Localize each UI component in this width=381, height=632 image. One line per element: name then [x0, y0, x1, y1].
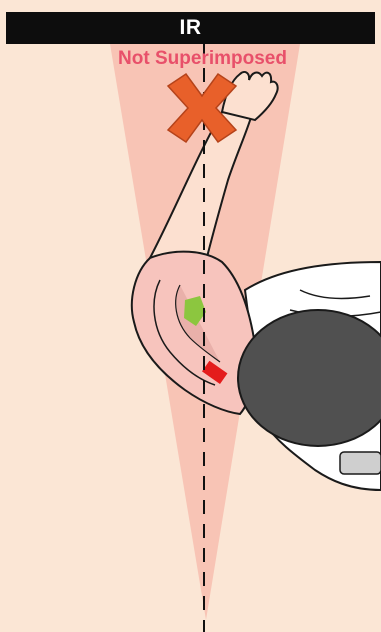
view-header: IR [6, 12, 375, 44]
status-label: Not Superimposed [0, 48, 381, 70]
shirt-stripe [340, 452, 381, 474]
head [238, 310, 381, 446]
view-title: IR [180, 16, 202, 40]
